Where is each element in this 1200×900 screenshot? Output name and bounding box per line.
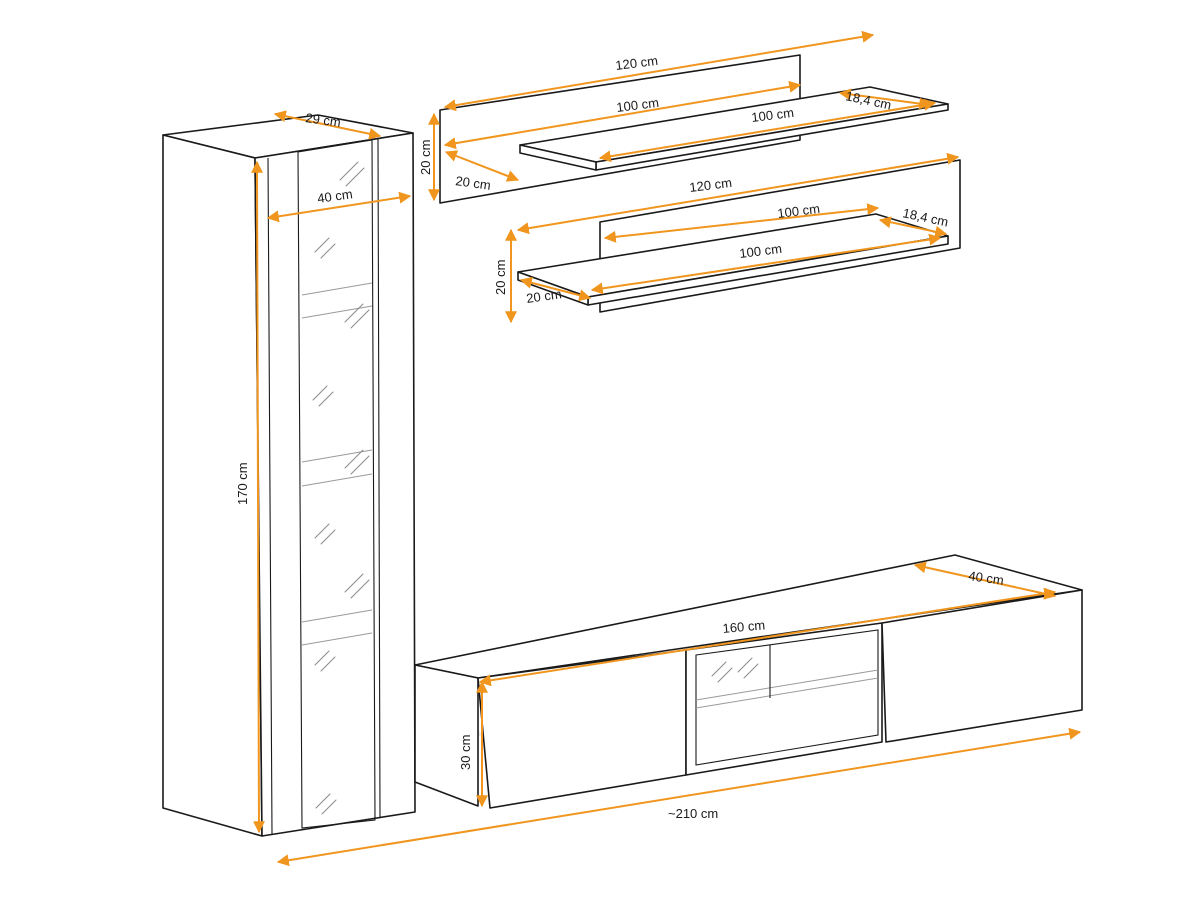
cabinet-door-frame (377, 138, 381, 819)
dim-label-top-shelf-front: 100 cm (751, 105, 795, 125)
dim-label-total-width: ~210 cm (668, 806, 718, 821)
dim-label-cabinet-height: 170 cm (235, 462, 250, 505)
cabinet-door-frame (267, 157, 273, 835)
dim-label-tv-unit-height: 30 cm (458, 735, 473, 770)
dim-label-top-panel-depth: 20 cm (455, 173, 492, 193)
dim-label-cabinet-depth: 29 cm (305, 110, 342, 130)
dim-label-mid-shelf-back: 100 cm (777, 201, 821, 221)
dim-label-tv-unit-width: 160 cm (722, 617, 766, 636)
dim-label-mid-panel-width: 120 cm (689, 175, 733, 195)
dim-label-cabinet-width: 40 cm (316, 186, 353, 206)
dim-label-mid-panel-depth: 20 cm (525, 286, 562, 306)
dim-label-mid-panel-height: 20 cm (493, 260, 508, 295)
dim-label-top-panel-height: 20 cm (418, 140, 433, 175)
dim-label-mid-shelf-front: 100 cm (739, 241, 783, 261)
tv-unit-left-door (477, 649, 687, 809)
glass-reflection-marks (312, 161, 370, 815)
cabinet-glass-shelves (301, 282, 373, 646)
dimension-lines (251, 30, 1082, 867)
dim-label-tv-unit-depth: 40 cm (968, 568, 1005, 588)
dim-label-top-panel-width: 120 cm (615, 53, 659, 73)
tv-unit (414, 554, 1083, 809)
dim-label-top-shelf-back: 100 cm (616, 95, 660, 115)
cabinet-front-face (254, 132, 416, 837)
middle-wall-panel-set (517, 159, 961, 313)
tall-glass-cabinet (162, 114, 416, 837)
